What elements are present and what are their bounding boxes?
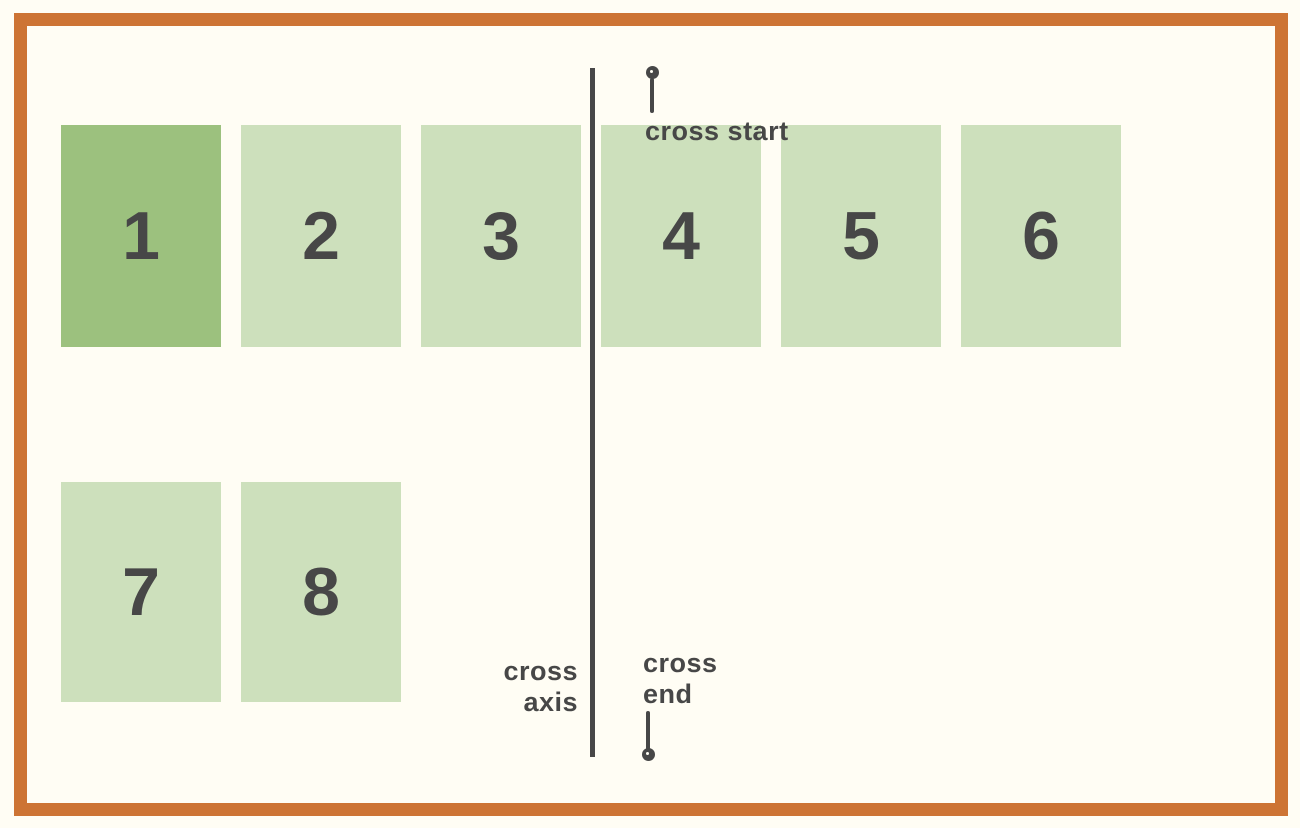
cross-axis-label-line1: cross xyxy=(503,656,578,686)
cross-end-label-line2: end xyxy=(643,679,693,709)
pin-hole xyxy=(650,70,653,73)
cross-axis-label: cross axis xyxy=(430,656,578,718)
flex-item-4: 4 xyxy=(601,125,761,347)
cross-end-label: cross end xyxy=(643,648,718,710)
flex-item-7-label: 7 xyxy=(122,554,160,630)
flex-item-5-label: 5 xyxy=(842,198,880,274)
pin-head-icon xyxy=(642,748,655,761)
flex-item-4-label: 4 xyxy=(662,198,700,274)
pin-stem xyxy=(646,711,650,750)
flex-item-3-label: 3 xyxy=(482,198,520,274)
pin-hole xyxy=(646,752,649,755)
flex-item-6-label: 6 xyxy=(1022,198,1060,274)
flex-item-1-label: 1 xyxy=(122,198,160,274)
flex-item-7: 7 xyxy=(61,482,221,702)
frame-border xyxy=(14,13,1288,816)
flex-item-5: 5 xyxy=(781,125,941,347)
cross-end-label-line1: cross xyxy=(643,648,718,678)
flex-item-2-label: 2 xyxy=(302,198,340,274)
flex-item-2: 2 xyxy=(241,125,401,347)
flex-item-6: 6 xyxy=(961,125,1121,347)
flex-item-8: 8 xyxy=(241,482,401,702)
pin-head-icon xyxy=(646,66,659,79)
flex-item-3: 3 xyxy=(421,125,581,347)
cross-axis-line xyxy=(590,68,595,757)
pin-stem xyxy=(650,78,654,113)
flex-item-1: 1 xyxy=(61,125,221,347)
cross-axis-label-line2: axis xyxy=(523,687,578,717)
flex-item-8-label: 8 xyxy=(302,554,340,630)
cross-start-label: cross start xyxy=(645,116,789,146)
